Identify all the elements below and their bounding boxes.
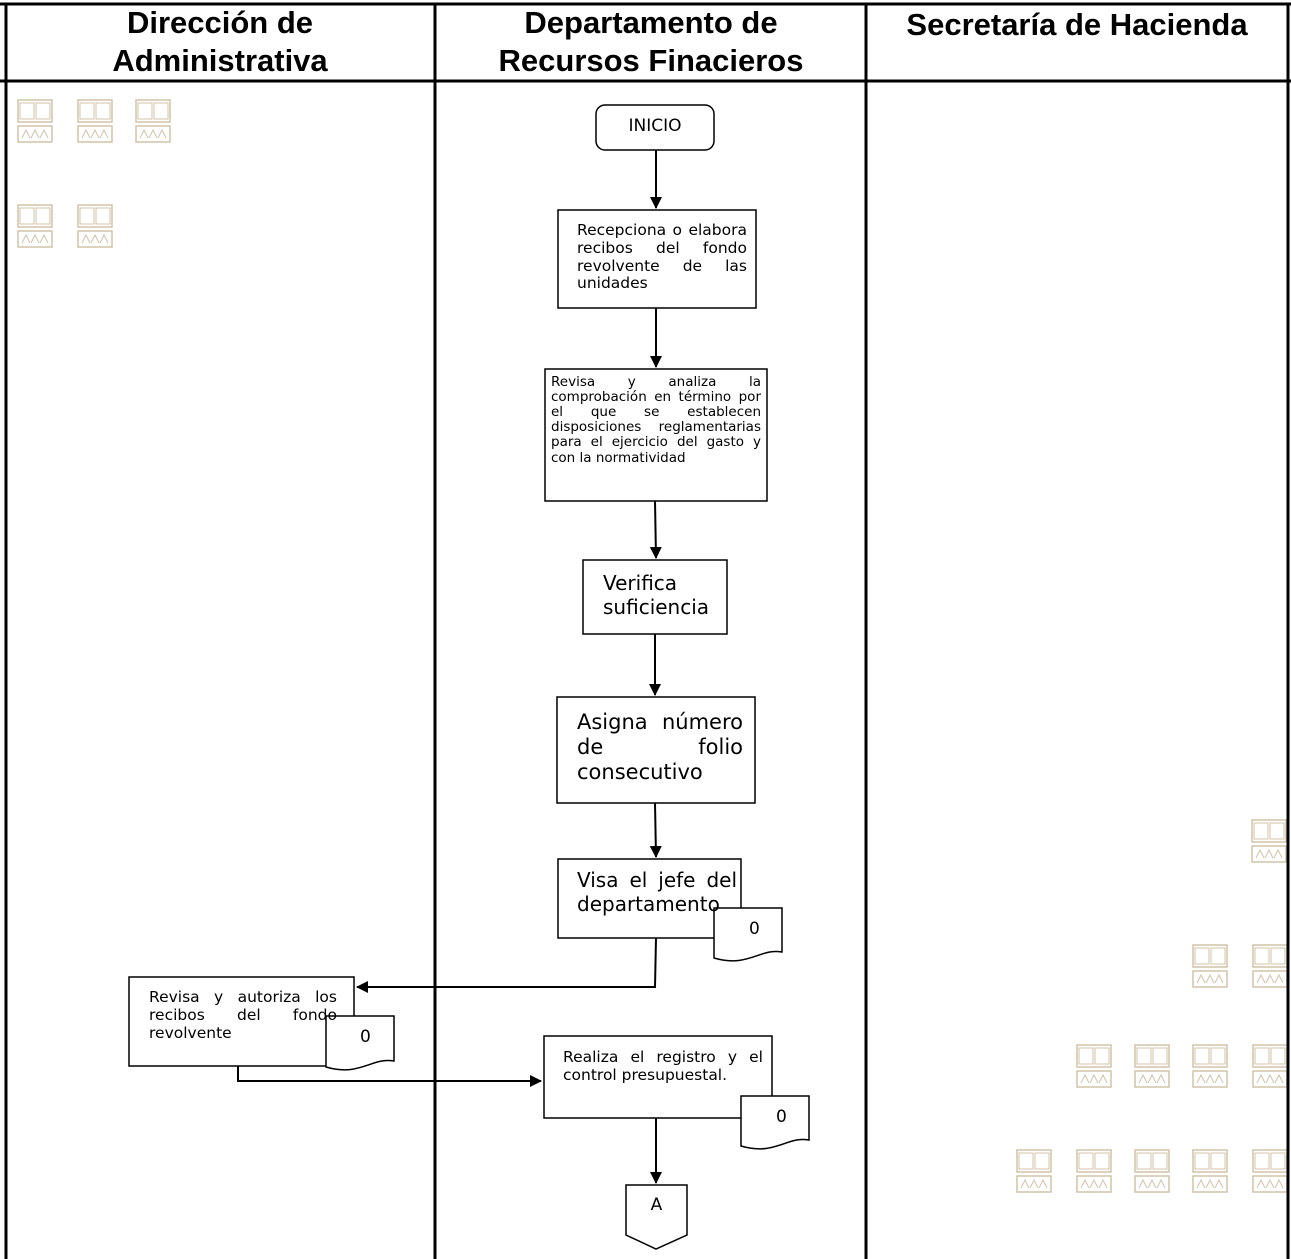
process-revisa-analiza bbox=[544, 368, 768, 502]
offpage-connector-a bbox=[625, 1184, 688, 1250]
watermark-bottom-right bbox=[1016, 819, 1288, 1193]
document-visa bbox=[713, 907, 783, 962]
lane-1-title-line1: Dirección de bbox=[127, 5, 313, 40]
lane-2-title-line2: Recursos Finacieros bbox=[499, 43, 804, 78]
process-visa bbox=[557, 858, 742, 939]
revisa-analiza-label: Revisa y analiza la comprobación en térm… bbox=[551, 375, 761, 466]
recepciona-label: Recepciona o elabora recibos del fondo r… bbox=[577, 222, 747, 293]
visa-label: Visa el jefe del departamento bbox=[577, 868, 737, 916]
watermark-top-left bbox=[17, 99, 171, 248]
arrow-revisa-verifica bbox=[649, 500, 662, 559]
realiza-doc-label: 0 bbox=[776, 1107, 787, 1127]
arrow-asigna-visa bbox=[649, 802, 662, 858]
process-revisa-autoriza bbox=[128, 976, 355, 1067]
lane-2-title-line1: Departamento de bbox=[524, 5, 777, 40]
arrow-revisa-autoriza-realiza bbox=[237, 1066, 542, 1087]
realiza-label: Realiza el registro y el control presupu… bbox=[563, 1049, 763, 1084]
process-verifica bbox=[582, 559, 728, 635]
process-asigna bbox=[556, 696, 756, 804]
process-realiza bbox=[543, 1035, 773, 1119]
document-realiza bbox=[740, 1095, 810, 1150]
start-label: INICIO bbox=[628, 117, 682, 136]
connector-label: A bbox=[650, 1196, 663, 1215]
revisa-autoriza-label: Revisa y autoriza los recibos del fondo … bbox=[149, 989, 337, 1042]
revisa-autoriza-doc-label: 0 bbox=[360, 1027, 371, 1047]
verifica-label: Verifica suficiencia bbox=[603, 571, 710, 619]
lane-3-title: Secretaría de Hacienda bbox=[906, 7, 1248, 42]
process-recepciona bbox=[557, 209, 757, 309]
asigna-label: Asigna número de folio consecutivo bbox=[577, 710, 743, 785]
lane-1-title-line2: Administrativa bbox=[112, 43, 328, 78]
visa-doc-label: 0 bbox=[749, 919, 760, 939]
document-revisa-autoriza bbox=[325, 1015, 395, 1071]
arrow-visa-revisa-autoriza bbox=[356, 937, 657, 993]
